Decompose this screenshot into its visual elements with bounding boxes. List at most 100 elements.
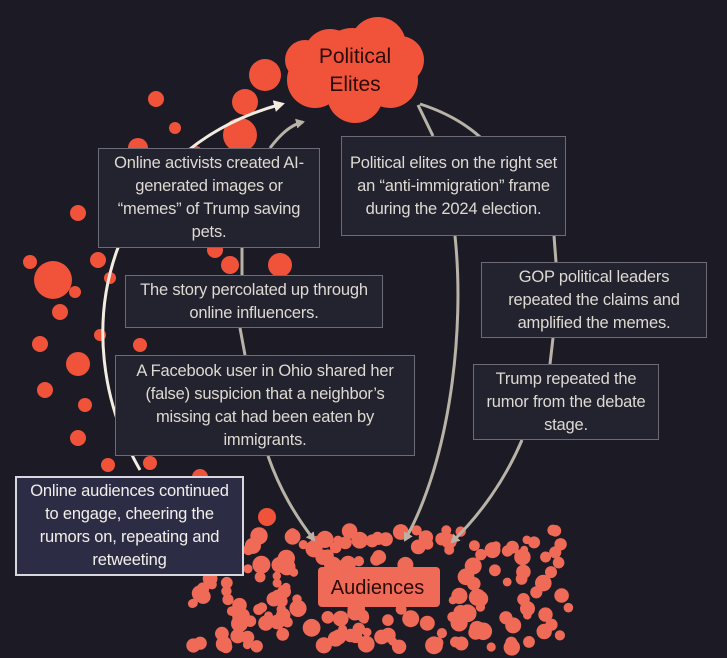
dot (271, 589, 286, 604)
arrow-trump-to-audiences (450, 439, 524, 544)
dot (284, 528, 301, 545)
dot (249, 59, 281, 91)
dot (281, 582, 291, 592)
dot (221, 586, 232, 597)
dot (505, 636, 518, 649)
connector-frame-gop (552, 235, 558, 263)
gop-box: GOP political leaders repeated the claim… (481, 262, 707, 338)
dot (489, 564, 501, 577)
dot (23, 255, 37, 269)
dot (365, 534, 379, 548)
dot (37, 382, 53, 398)
dot (425, 636, 443, 655)
elites-frame-text: Political elites on the right set an “an… (349, 153, 558, 218)
dot (70, 205, 86, 221)
dot (222, 594, 234, 606)
dot (457, 568, 475, 586)
dot (321, 534, 331, 545)
dot (243, 564, 253, 574)
dot (52, 304, 68, 320)
dot (501, 545, 514, 557)
trump-box: Trump repeated the rumor from the debate… (473, 364, 659, 440)
dot (523, 636, 535, 648)
dot (545, 566, 557, 579)
dot (272, 571, 281, 581)
dot (148, 91, 164, 107)
dot (254, 571, 266, 583)
dot (378, 532, 393, 547)
audiences-label-bg (318, 567, 440, 607)
dot (347, 604, 363, 621)
dot (422, 538, 434, 550)
dot (268, 253, 292, 277)
dot (242, 640, 252, 650)
connector-elites-frame (416, 104, 435, 137)
dot (298, 540, 308, 550)
connector-facebook-percolated (238, 327, 247, 356)
dot (221, 256, 239, 274)
dot (232, 89, 258, 115)
political-elites-label: Political Elites (295, 43, 415, 99)
dot (207, 579, 217, 590)
activists-text: Online activists created AI-generated im… (114, 154, 304, 241)
dot (338, 624, 348, 634)
dot (505, 617, 522, 634)
dot (540, 551, 552, 563)
arrow-activists-to-elites (268, 118, 305, 149)
elites-line-2: Elites (329, 73, 381, 96)
arrow-facebook-to-audiences (266, 455, 316, 542)
facebook-box: A Facebook user in Ohio shared her (fals… (115, 355, 415, 456)
dot (69, 286, 81, 298)
dot (321, 611, 335, 624)
dot (188, 598, 198, 608)
dot (448, 596, 458, 605)
dot (251, 530, 261, 539)
dot (475, 548, 487, 561)
dot (520, 545, 529, 554)
dot (32, 336, 48, 352)
facebook-text: A Facebook user in Ohio shared her (fals… (136, 361, 394, 449)
activists-box: Online activists created AI-generated im… (98, 148, 320, 248)
dot (402, 610, 420, 628)
dot (362, 627, 372, 637)
dot (436, 628, 447, 639)
dot (133, 338, 147, 352)
dot (549, 546, 562, 559)
dot (253, 604, 265, 615)
dot (250, 640, 263, 653)
dot (382, 614, 394, 626)
dot (220, 576, 233, 589)
dot (371, 550, 387, 565)
connector-gop-trump (548, 337, 555, 365)
dot (351, 531, 369, 549)
dot (329, 541, 342, 554)
elites-frame-box: Political elites on the right set an “an… (341, 136, 566, 236)
audiences-engage-box: Online audiences continued to engage, ch… (15, 476, 244, 576)
dot (552, 556, 565, 569)
dot (547, 524, 559, 536)
dot (469, 620, 485, 637)
audience-dots (186, 523, 574, 656)
dot (502, 577, 512, 587)
dot (101, 458, 115, 472)
dot (272, 578, 282, 588)
dot (554, 588, 569, 603)
dot (276, 608, 291, 623)
dot (554, 630, 566, 641)
dot (252, 555, 271, 574)
dot (289, 599, 307, 618)
dot (538, 607, 553, 622)
dot (258, 615, 274, 631)
dot (90, 252, 106, 268)
dot (441, 525, 452, 536)
dot (66, 352, 90, 376)
percolated-text: The story percolated up through online i… (140, 280, 368, 322)
dot (353, 556, 365, 567)
dot (545, 618, 558, 631)
dot (411, 525, 422, 536)
dot (348, 629, 363, 644)
dot (258, 508, 276, 526)
dot (169, 122, 181, 134)
